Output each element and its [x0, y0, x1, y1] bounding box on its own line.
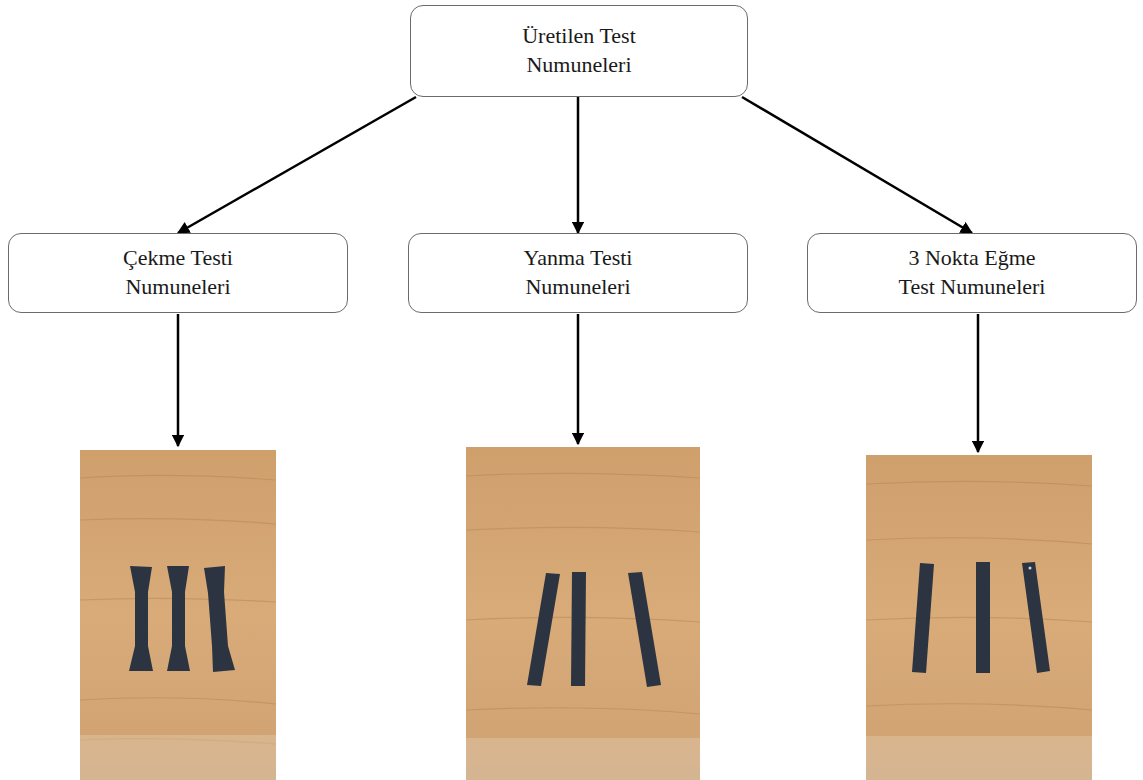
leader-arrow — [977, 314, 980, 452]
burning-photo — [466, 447, 700, 780]
connector-arrow — [577, 97, 580, 233]
leader-arrow — [177, 314, 180, 446]
bending-photo — [866, 455, 1092, 780]
process-box: Üretilen Test Numuneleri — [410, 5, 748, 97]
tensile-photo — [80, 450, 276, 780]
box-label: Yanma Testi Numuneleri — [493, 244, 663, 301]
process-box: 3 Nokta Eğme Test Numuneleri — [807, 233, 1137, 313]
connector-arrow — [742, 97, 972, 233]
box-label: Çekme Testi Numuneleri — [93, 244, 263, 301]
box-label: Üretilen Test Numuneleri — [494, 22, 664, 79]
process-box: Yanma Testi Numuneleri — [408, 233, 748, 313]
process-box: Çekme Testi Numuneleri — [8, 233, 348, 313]
leader-arrow — [577, 314, 580, 444]
box-label: 3 Nokta Eğme Test Numuneleri — [892, 244, 1052, 301]
connector-arrow — [178, 97, 416, 233]
